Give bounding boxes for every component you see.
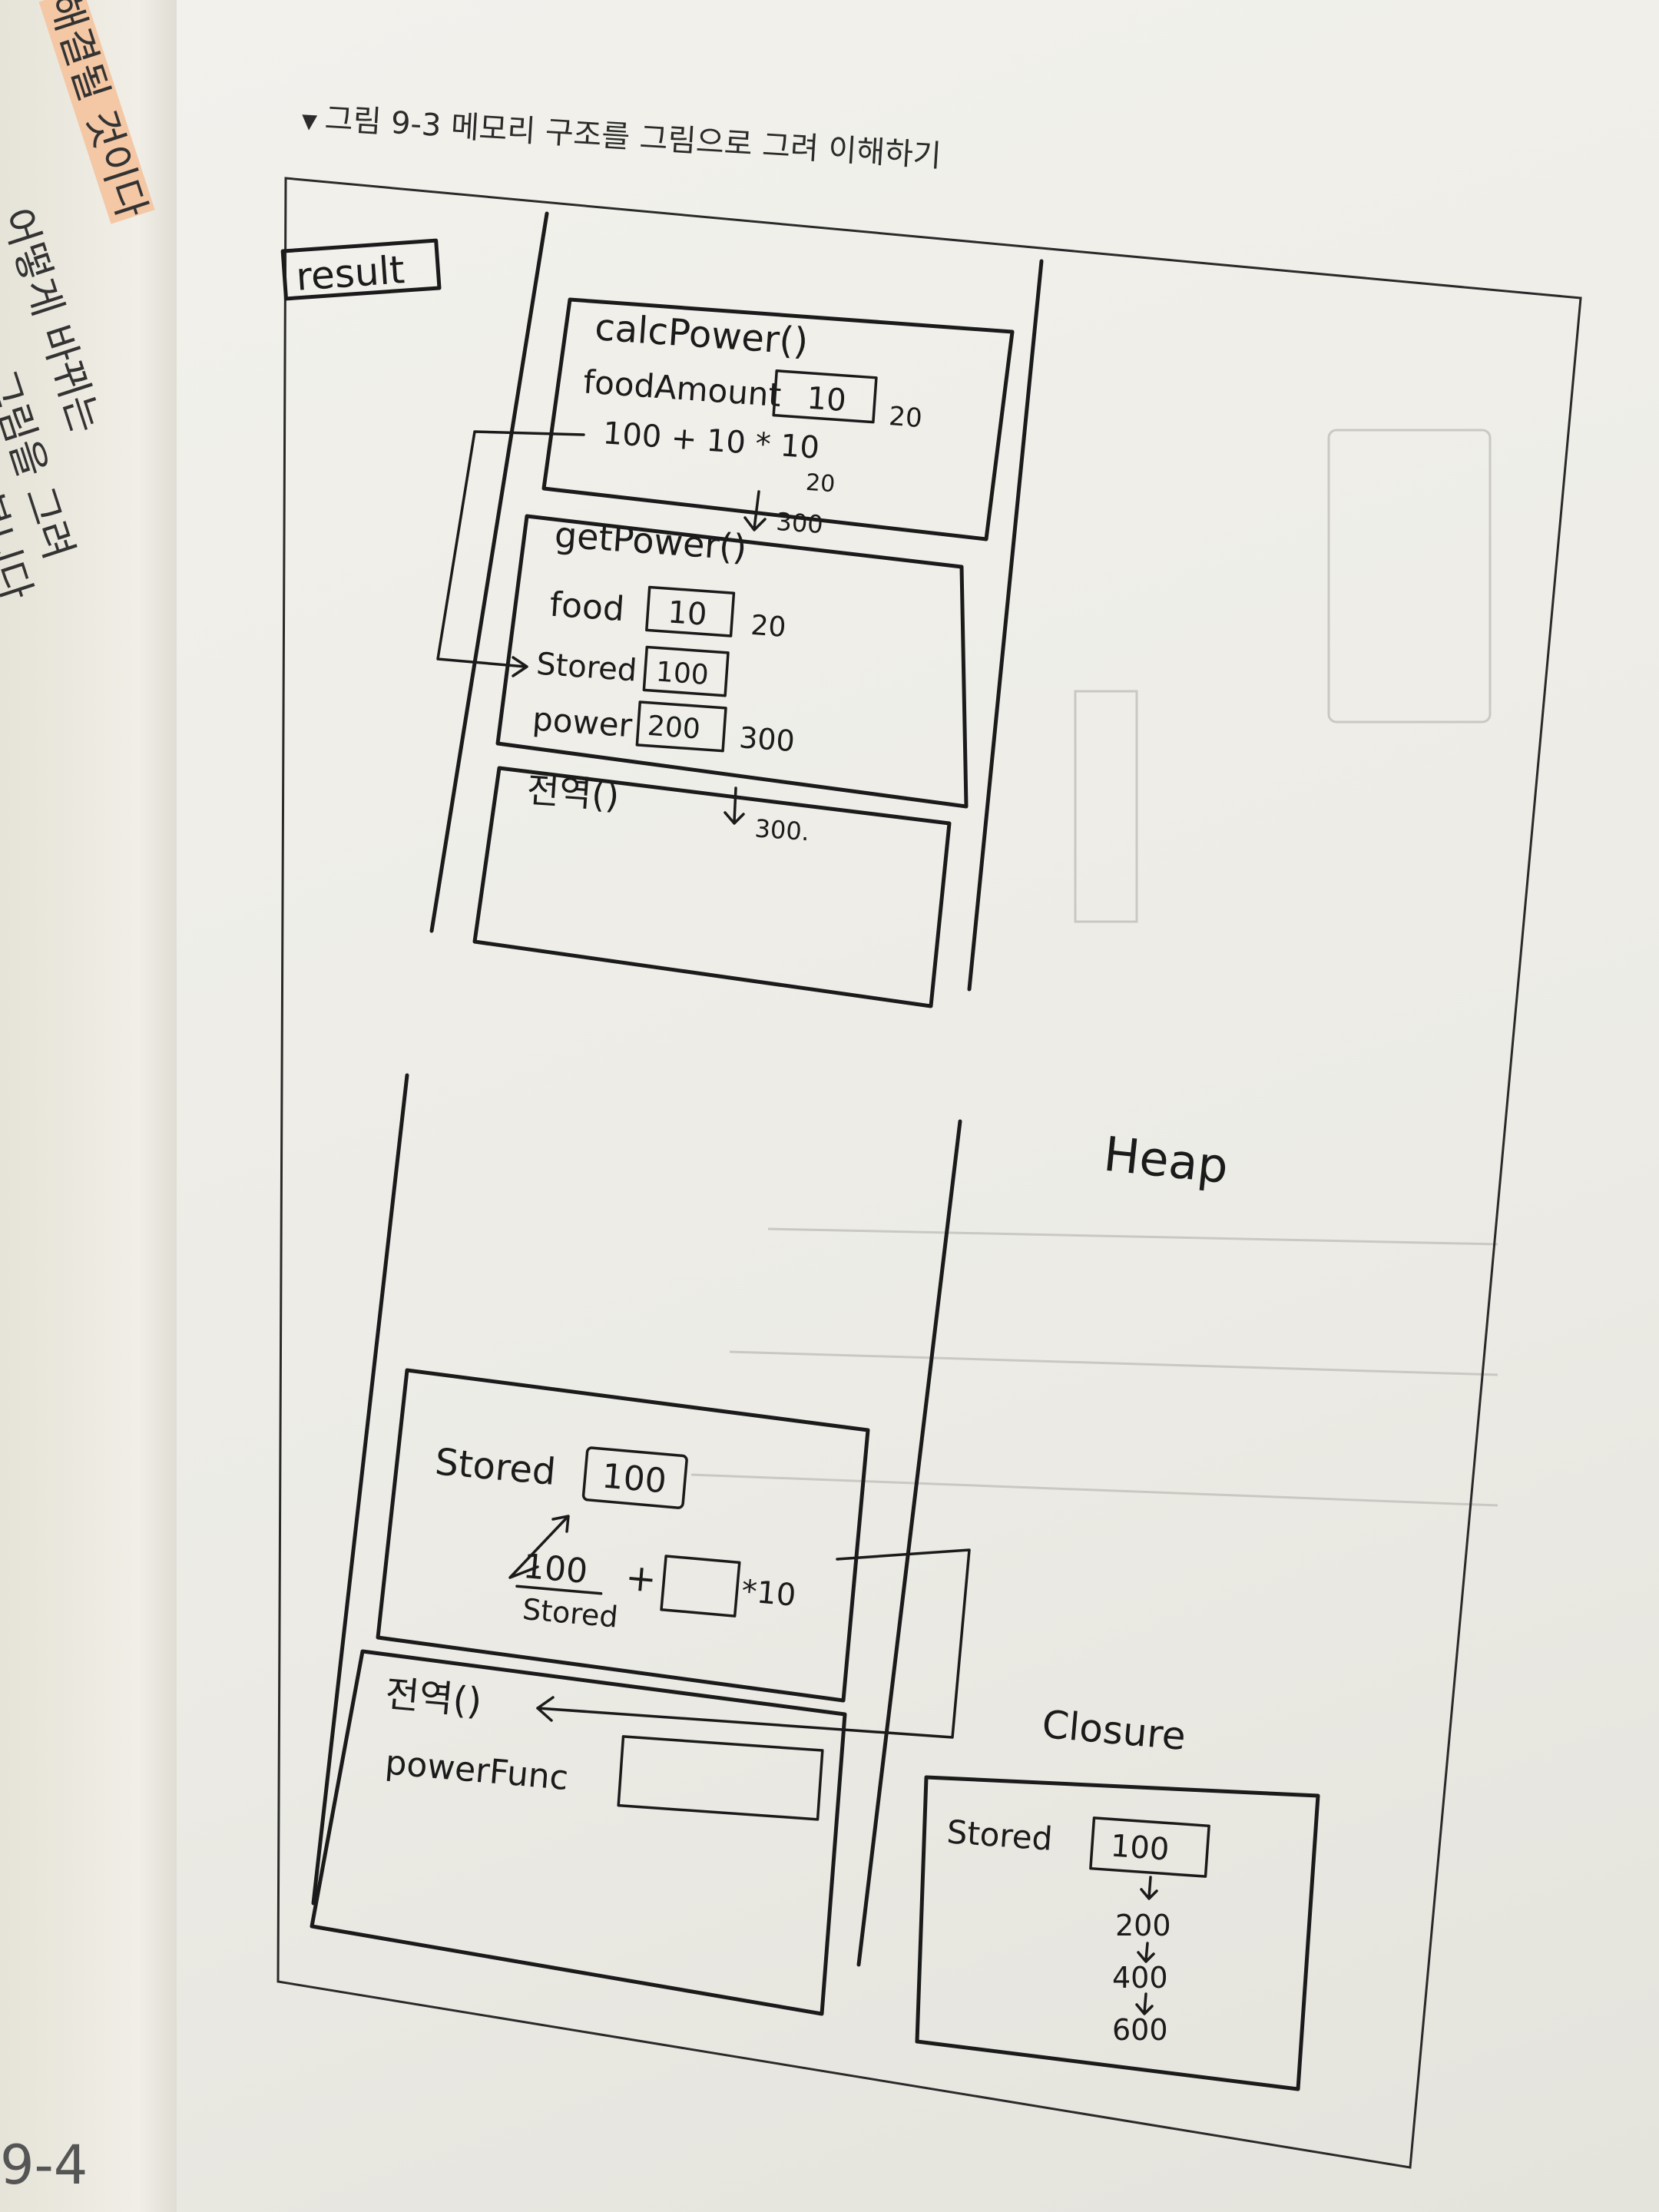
inner-stored-box <box>581 1446 688 1509</box>
inner-update-arrow <box>508 1516 568 1579</box>
food-amount-update: 20 <box>888 401 923 434</box>
inner-expr-right: *10 <box>740 1574 798 1614</box>
figure-border <box>276 177 1582 2169</box>
global-title-bottom: 전역() <box>383 1672 483 1724</box>
stack-right-edge <box>856 1119 962 1967</box>
global-frame <box>472 766 952 1008</box>
inner-expr-underline <box>515 1584 603 1595</box>
calc-expression-update: 20 <box>805 469 836 498</box>
closure-value: 600 <box>1112 2013 1168 2047</box>
bottom-stack: Heap Stored 100 100 + *10 Stored 전역() po… <box>310 1073 1231 2016</box>
stack-left-edge <box>429 211 549 933</box>
inner-expr-plus: + <box>624 1556 658 1601</box>
inner-expr-caption: Stored <box>521 1592 619 1634</box>
closure-group: Closure Stored 100 200 400 600 <box>915 1702 1320 2091</box>
top-stack: result calcPower() foodAmount 10 20 100 … <box>280 211 1044 1008</box>
stored-box <box>642 645 730 697</box>
closure-arrow <box>1143 1992 1147 2014</box>
closure-frame <box>915 1775 1320 2091</box>
closure-stored-value: 100 <box>1109 1828 1170 1867</box>
power-label: power <box>531 700 634 744</box>
food-label: food <box>548 585 626 630</box>
power-value: 200 <box>647 710 701 746</box>
show-through <box>690 429 1498 1507</box>
closure-label: Closure <box>1040 1702 1187 1759</box>
closure-stored-box <box>1089 1816 1210 1878</box>
power-func-box <box>617 1735 824 1821</box>
power-box <box>635 700 727 753</box>
global-frame-bottom <box>310 1649 847 2016</box>
ghost-shape <box>1074 690 1138 923</box>
get-power-frame <box>495 514 969 809</box>
stored-reference-arrowhead <box>512 656 528 677</box>
food-amount-label: foodAmount <box>582 363 783 414</box>
global-return-arrowhead <box>724 811 745 825</box>
adjacent-page-heading: 9-4 <box>0 2134 88 2197</box>
return-arrow <box>753 490 760 530</box>
closure-arrow <box>1147 1876 1152 1899</box>
closure-return-line <box>536 1548 971 1739</box>
power-func-label: powerFunc <box>384 1743 570 1798</box>
get-power-title: getPower() <box>553 514 748 568</box>
food-amount-value: 10 <box>806 381 847 419</box>
inner-stored-value: 100 <box>601 1456 668 1501</box>
power-update: 300 <box>738 720 796 758</box>
result-label: result <box>295 247 406 300</box>
inner-update-arrowhead <box>551 1515 570 1533</box>
food-box <box>645 585 736 637</box>
stored-label: Stored <box>535 647 638 689</box>
closure-return-arrowhead <box>536 1696 555 1722</box>
closure-arrow <box>1144 1942 1149 1962</box>
stored-reference-line <box>436 430 585 668</box>
heap-label: Heap <box>1101 1126 1231 1195</box>
stack-left-edge <box>311 1073 409 1906</box>
closure-arrowhead <box>1135 2003 1154 2015</box>
global-return-arrow <box>733 786 737 823</box>
closure-value: 200 <box>1115 1909 1171 1942</box>
ghost-shape <box>1327 429 1492 724</box>
ghost-line <box>690 1473 1498 1507</box>
ghost-line <box>729 1350 1498 1376</box>
food-amount-box <box>772 369 878 424</box>
food-update: 20 <box>750 610 787 644</box>
calc-return-value: 300 <box>775 507 824 539</box>
ghost-line <box>767 1227 1498 1246</box>
book-page <box>177 0 1659 2212</box>
closure-value: 400 <box>1112 1961 1168 1995</box>
calc-expression: 100 + 10 * 10 <box>601 416 820 466</box>
inner-expr-box <box>660 1555 741 1618</box>
closure-arrowhead <box>1137 1951 1155 1963</box>
stored-value: 100 <box>655 656 710 691</box>
result-box <box>280 238 442 301</box>
calc-power-frame <box>541 297 1015 541</box>
inner-frame <box>376 1368 870 1703</box>
global-return-value: 300. <box>753 813 810 846</box>
global-title: 전역() <box>525 769 621 816</box>
return-arrow-head <box>743 516 767 531</box>
inner-stored-label: Stored <box>433 1440 558 1494</box>
stack-right-edge <box>967 259 1044 992</box>
food-value: 10 <box>667 594 708 632</box>
closure-stored-label: Stored <box>945 1813 1054 1857</box>
closure-arrowhead <box>1140 1888 1158 1900</box>
